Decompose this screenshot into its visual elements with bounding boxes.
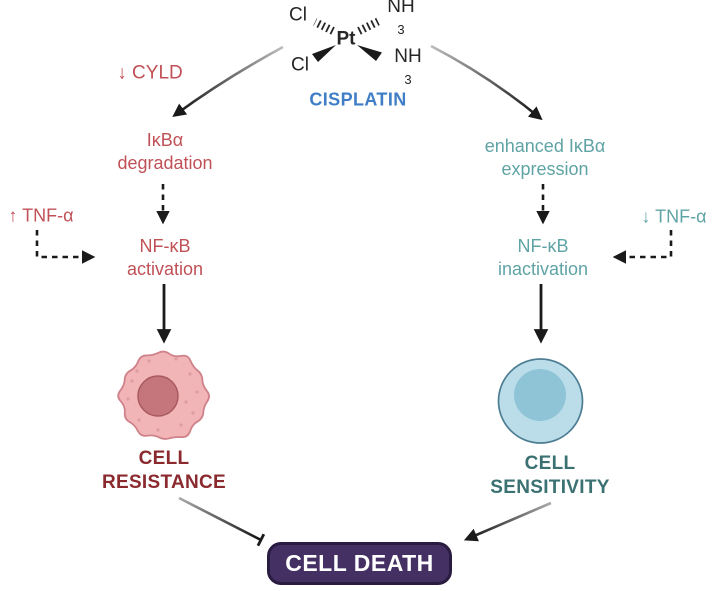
atom-label: NH	[387, 0, 415, 17]
tnf-down-elbow-dashed-arrow	[612, 230, 673, 264]
label-line: NF-κB	[517, 236, 569, 256]
wedge-bond-icon	[357, 45, 382, 61]
wedge-bond-icon	[312, 45, 336, 62]
chloride-bottom-label: Cl	[291, 56, 309, 75]
resistance-inhibition-arrow	[178, 496, 266, 547]
hashed-bond-icon	[357, 17, 380, 35]
resistant-cell-icon	[117, 350, 210, 440]
sensitivity-to-death-arrow	[463, 501, 552, 542]
label-line: SENSITIVITY	[490, 477, 610, 498]
label-line: NF-κB	[139, 236, 191, 256]
label-line: CELL	[524, 453, 576, 474]
enhanced-ikba-expression-label: enhanced IκBα expression	[485, 135, 606, 181]
label-line: expression	[501, 159, 589, 179]
tnf-up-label: ↑ TNF-α	[8, 205, 74, 226]
cisplatin-label: CISPLATIN	[309, 89, 407, 110]
cell-sensitivity-label: CELL SENSITIVITY	[490, 452, 609, 500]
cell-death-label: CELL DEATH	[285, 550, 434, 576]
atom-label: NH	[394, 46, 422, 67]
chloride-top-label: Cl	[289, 6, 307, 25]
ammine-bottom-label: NH 3	[394, 46, 422, 87]
platinum-label: Pt	[337, 28, 356, 51]
ikba-degradation-label: IκBα degradation	[117, 129, 212, 175]
label-line: IκBα	[146, 130, 184, 150]
ammine-top-label: NH 3	[387, 0, 415, 37]
subscript-label: 3	[397, 22, 405, 37]
cisplatin-to-right-arrow	[430, 44, 543, 121]
label-line: activation	[126, 259, 204, 279]
atom-label: Cl	[291, 54, 309, 76]
label-line: CELL	[138, 448, 190, 469]
label-line: enhanced IκBα	[484, 136, 606, 156]
atom-label: Pt	[336, 28, 356, 50]
sensitive-cell-icon	[497, 358, 584, 444]
label-line: RESISTANCE	[101, 472, 227, 493]
subscript-label: 3	[404, 72, 412, 87]
cell-death-badge: CELL DEATH	[267, 542, 452, 585]
nfkb-inactivation-label: NF-κB inactivation	[498, 235, 588, 281]
cisplatin-to-left-arrow	[172, 45, 284, 118]
cyld-down-label: ↓ CYLD	[117, 62, 183, 84]
atom-label: Cl	[289, 4, 307, 26]
hashed-bond-icon	[313, 18, 335, 35]
tnf-up-elbow-dashed-arrow	[35, 230, 96, 264]
tnf-down-label: ↓ TNF-α	[641, 206, 707, 227]
cisplatin-structure	[312, 17, 382, 62]
label-line: inactivation	[497, 259, 589, 279]
label-line: degradation	[117, 153, 213, 173]
nfkb-activation-label: NF-κB activation	[127, 235, 203, 281]
cell-resistance-label: CELL RESISTANCE	[102, 447, 226, 495]
